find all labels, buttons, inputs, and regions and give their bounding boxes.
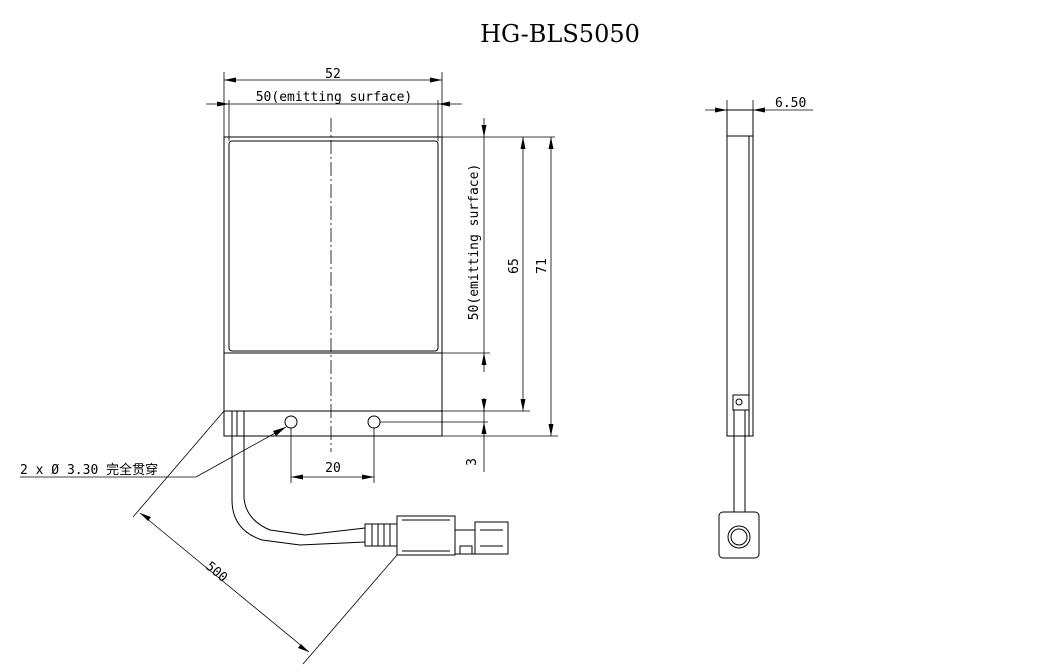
light-body-outline bbox=[223, 136, 443, 437]
cable-left-edge bbox=[231, 411, 301, 546]
cable-connector bbox=[364, 515, 509, 556]
dim-label-500: 500 bbox=[202, 559, 230, 586]
mount-hole-right bbox=[367, 415, 381, 429]
front-view bbox=[223, 118, 509, 556]
dim-label-20: 20 bbox=[325, 461, 341, 476]
dimension-hole-spacing: 20 bbox=[290, 428, 375, 483]
dim-label-65: 65 bbox=[507, 258, 522, 274]
dimension-height-emitting: 50(emitting surface) bbox=[442, 118, 555, 372]
dim-label-52: 52 bbox=[325, 67, 341, 82]
drawing-title: HG-BLS5050 bbox=[480, 20, 640, 48]
dimension-thickness: 6.50 bbox=[705, 96, 813, 113]
dim-label-3: 3 bbox=[465, 458, 480, 466]
side-top-block bbox=[726, 109, 754, 137]
dim-label-71: 71 bbox=[535, 258, 550, 274]
cable-right-edge bbox=[243, 436, 306, 536]
mount-hole-left bbox=[284, 415, 298, 429]
emitting-surface bbox=[228, 140, 439, 352]
dimension-height-65: 65 bbox=[442, 137, 530, 412]
dimension-cable-length: 500 bbox=[132, 410, 398, 665]
hole-note: 2 x Ø 3.30 完全贯穿 bbox=[20, 426, 287, 478]
dimension-height-71: 71 bbox=[442, 137, 558, 437]
hole-note-text: 2 x Ø 3.30 完全贯穿 bbox=[20, 462, 158, 478]
side-body bbox=[726, 135, 754, 437]
dim-label-6-50: 6.50 bbox=[775, 96, 806, 111]
dimension-width-emitting: 50(emitting surface) bbox=[206, 90, 462, 141]
dim-label-50-horizontal: 50(emitting surface) bbox=[256, 90, 413, 105]
dimension-offset-3: 3 bbox=[465, 398, 487, 472]
side-connector bbox=[718, 511, 760, 559]
dim-label-50-vertical: 50(emitting surface) bbox=[467, 164, 482, 321]
side-bracket bbox=[732, 348, 750, 411]
side-view bbox=[718, 109, 760, 559]
